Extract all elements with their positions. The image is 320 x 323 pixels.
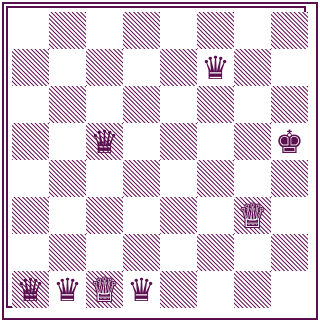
square-b4[interactable] [49,160,86,197]
square-c1[interactable]: ♕ [86,271,123,308]
square-c2[interactable] [86,234,123,271]
square-g4[interactable] [234,160,271,197]
square-d6[interactable] [123,86,160,123]
square-h8[interactable] [271,12,308,49]
square-g8[interactable] [234,12,271,49]
square-b1[interactable]: ♛ [49,271,86,308]
square-a6[interactable] [12,86,49,123]
square-c6[interactable] [86,86,123,123]
square-e1[interactable] [160,271,197,308]
square-d1[interactable]: ♛ [123,271,160,308]
square-h1[interactable] [271,271,308,308]
square-c7[interactable] [86,49,123,86]
square-e4[interactable] [160,160,197,197]
square-g3[interactable]: ♕ [234,197,271,234]
square-a1[interactable]: ♛ [12,271,49,308]
square-g7[interactable] [234,49,271,86]
square-f5[interactable] [197,123,234,160]
square-c8[interactable] [86,12,123,49]
square-f2[interactable] [197,234,234,271]
square-e6[interactable] [160,86,197,123]
square-b5[interactable] [49,123,86,160]
square-e8[interactable] [160,12,197,49]
square-h4[interactable] [271,160,308,197]
square-g1[interactable] [234,271,271,308]
square-d3[interactable] [123,197,160,234]
square-f3[interactable] [197,197,234,234]
square-c3[interactable] [86,197,123,234]
square-d2[interactable] [123,234,160,271]
square-f4[interactable] [197,160,234,197]
square-a3[interactable] [12,197,49,234]
square-h3[interactable] [271,197,308,234]
square-b6[interactable] [49,86,86,123]
black-queen-icon[interactable]: ♛ [197,49,234,86]
black-king-icon[interactable]: ♚ [271,123,308,160]
square-a7[interactable] [12,49,49,86]
square-f7[interactable]: ♛ [197,49,234,86]
square-c5[interactable]: ♛ [86,123,123,160]
square-g5[interactable] [234,123,271,160]
square-d4[interactable] [123,160,160,197]
square-a8[interactable] [12,12,49,49]
square-a4[interactable] [12,160,49,197]
square-h2[interactable] [271,234,308,271]
square-f8[interactable] [197,12,234,49]
square-a5[interactable] [12,123,49,160]
square-f1[interactable] [197,271,234,308]
square-d8[interactable] [123,12,160,49]
white-queen-icon[interactable]: ♕ [86,271,123,308]
square-a2[interactable] [12,234,49,271]
square-e2[interactable] [160,234,197,271]
square-h7[interactable] [271,49,308,86]
square-e5[interactable] [160,123,197,160]
square-f6[interactable] [197,86,234,123]
black-queen-icon[interactable]: ♛ [123,271,160,308]
chessboard: ♛♛♚♕♛♛♕♛ [12,12,308,308]
square-e3[interactable] [160,197,197,234]
square-d5[interactable] [123,123,160,160]
square-b7[interactable] [49,49,86,86]
square-h6[interactable] [271,86,308,123]
square-b2[interactable] [49,234,86,271]
square-c4[interactable] [86,160,123,197]
square-e7[interactable] [160,49,197,86]
black-queen-icon[interactable]: ♛ [49,271,86,308]
square-d7[interactable] [123,49,160,86]
square-g6[interactable] [234,86,271,123]
square-b8[interactable] [49,12,86,49]
square-g2[interactable] [234,234,271,271]
white-queen-icon[interactable]: ♕ [234,197,271,234]
black-queen-icon[interactable]: ♛ [12,271,49,308]
black-queen-icon[interactable]: ♛ [86,123,123,160]
square-h5[interactable]: ♚ [271,123,308,160]
square-b3[interactable] [49,197,86,234]
